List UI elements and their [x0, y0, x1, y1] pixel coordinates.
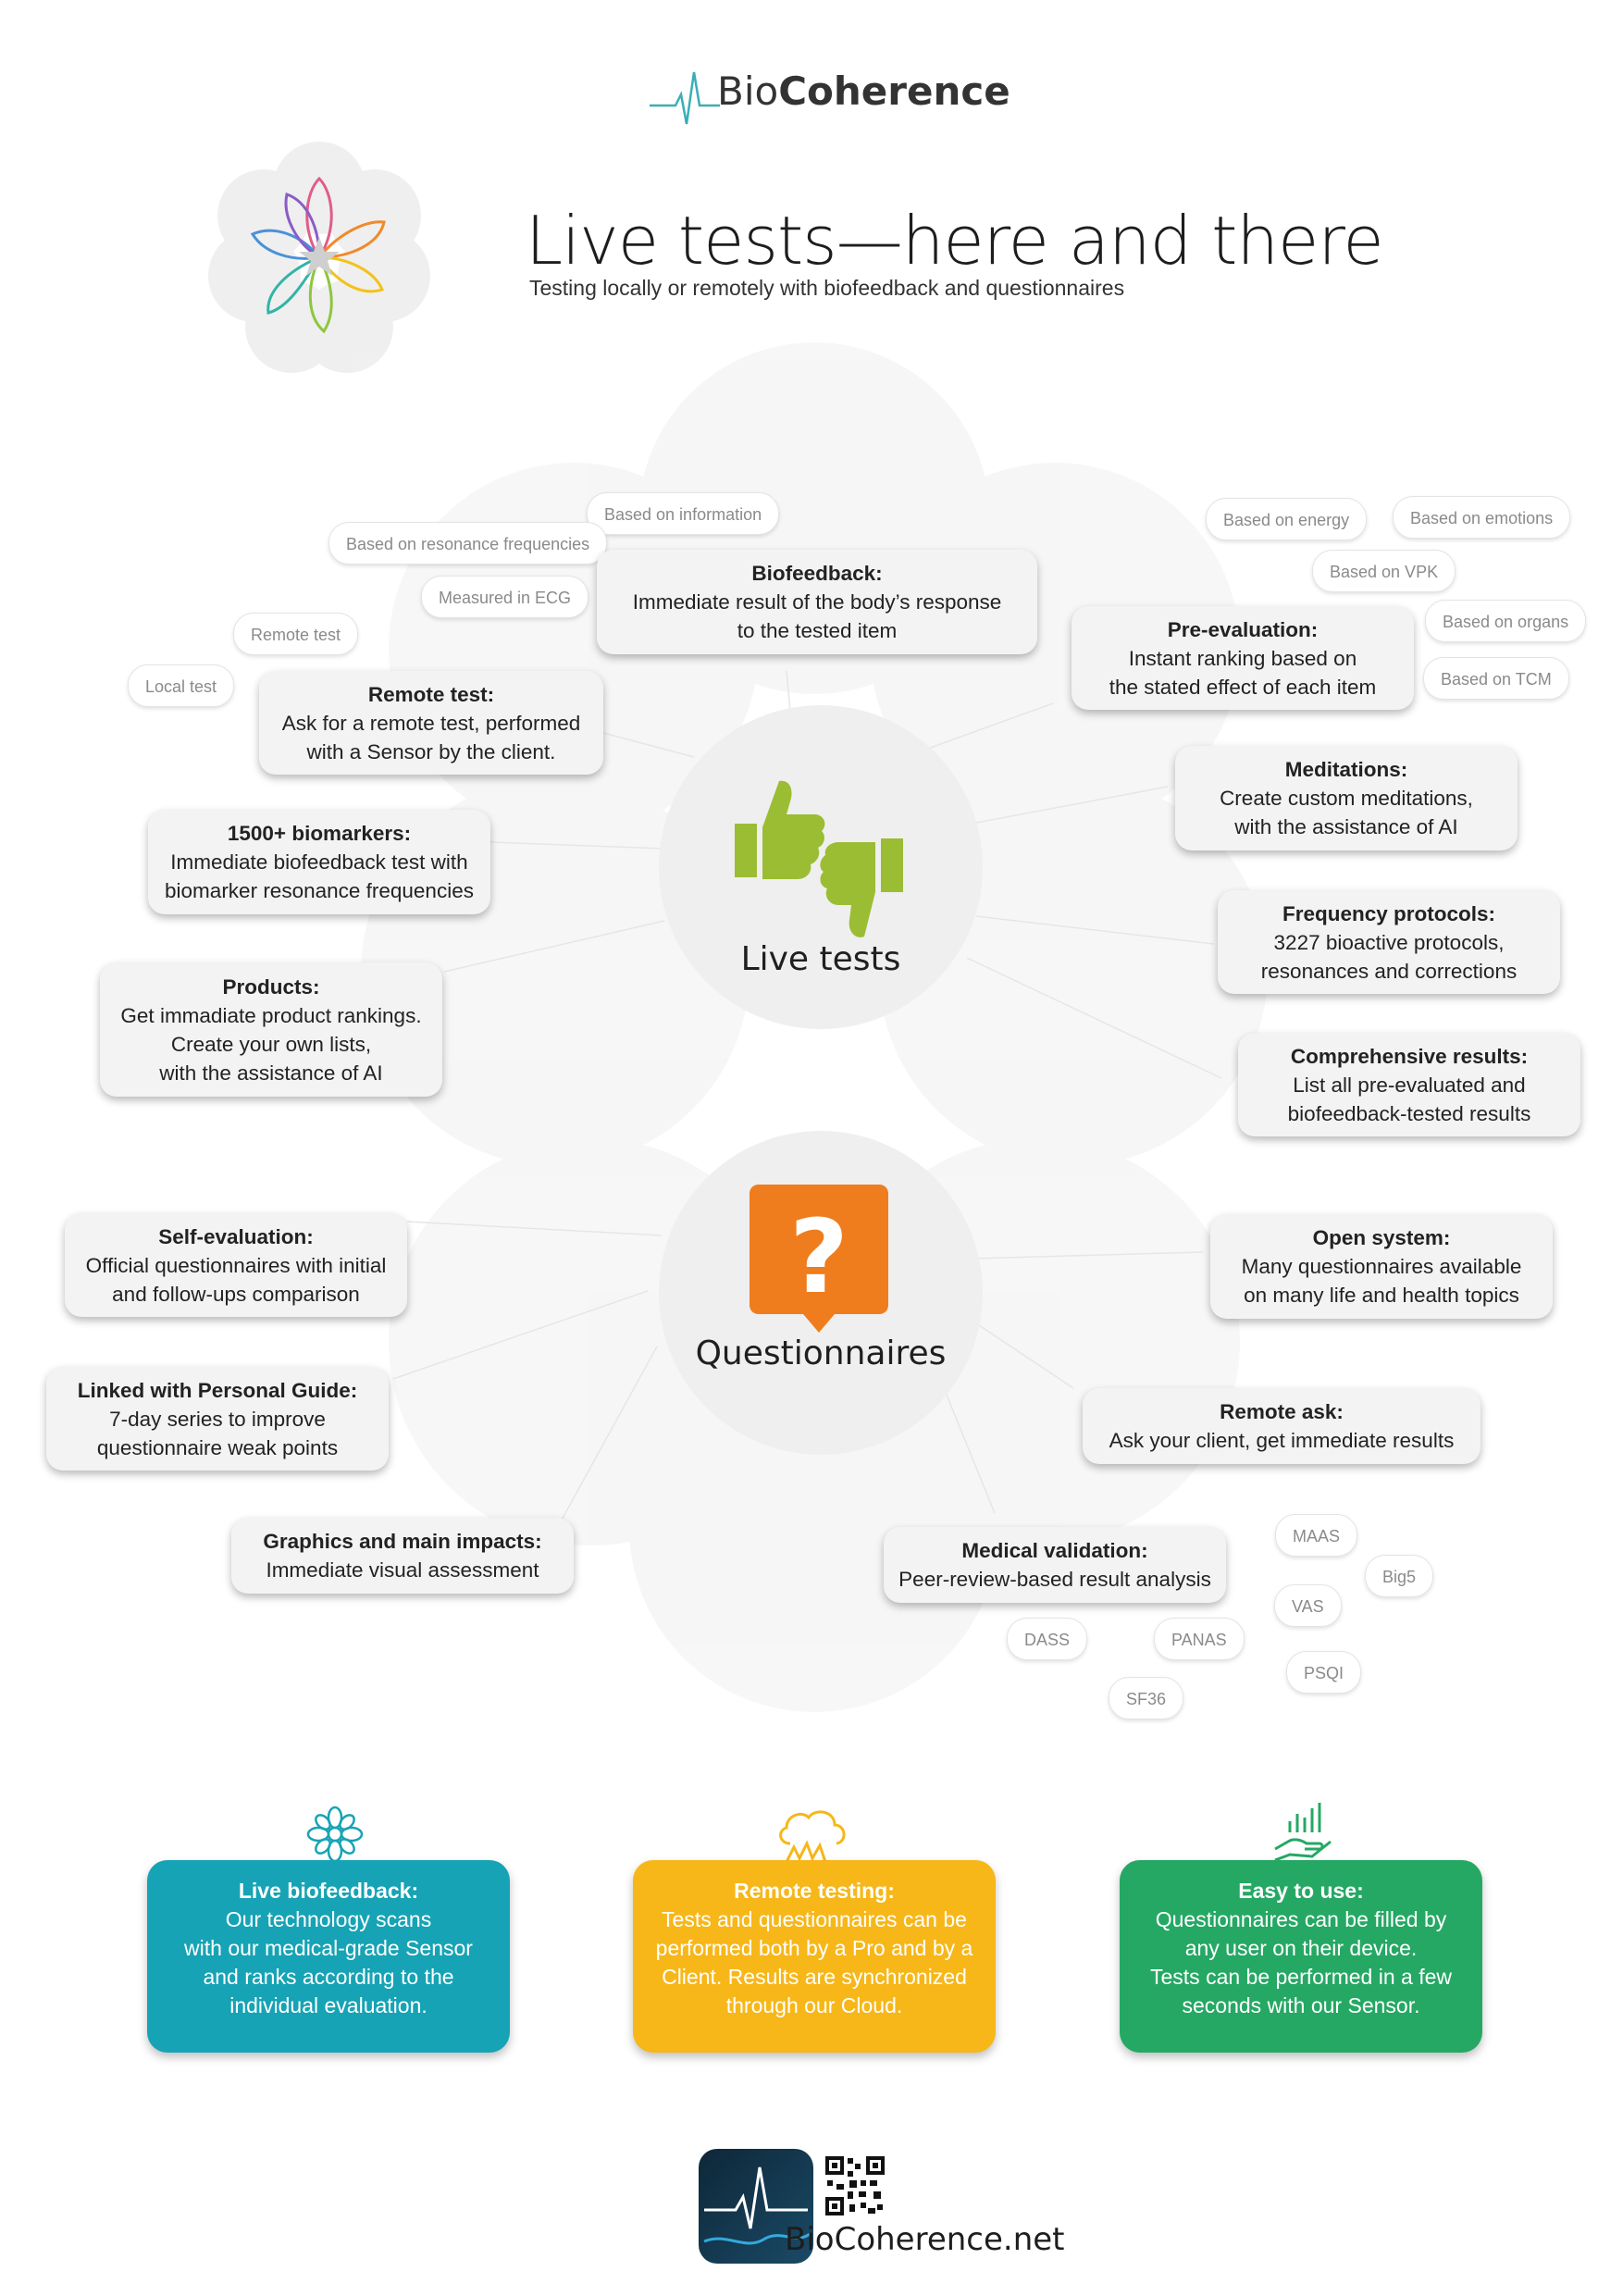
remote-test-heading: Remote test: — [367, 682, 495, 706]
open-system-text: Many questionnaires available on many li… — [1241, 1255, 1522, 1307]
tag-based-on-emotions: Based on emotions — [1393, 496, 1571, 539]
cloud-sync-icon — [779, 1810, 846, 1864]
remote-testing-card: Remote testing: Tests and questionnaires… — [633, 1860, 996, 2053]
open-system-box: Open system: Many questionnaires availab… — [1210, 1214, 1553, 1319]
brand-logo: BioCoherence — [648, 63, 1010, 137]
easy-to-use-card: Easy to use: Questionnaires can be fille… — [1120, 1860, 1482, 2053]
personal-guide-box: Linked with Personal Guide: 7-day series… — [46, 1367, 389, 1471]
easy-to-use-text: Questionnaires can be filled by any user… — [1150, 1907, 1452, 2017]
biomarkers-box: 1500+ biomarkers: Immediate biofeedback … — [148, 810, 490, 914]
remote-ask-heading: Remote ask: — [1220, 1400, 1344, 1423]
biofeedback-box: Biofeedback: Immediate result of the bod… — [597, 550, 1037, 654]
page-subtitle: Testing locally or remotely with biofeed… — [529, 276, 1125, 300]
tag-sf36: SF36 — [1109, 1677, 1184, 1719]
easy-to-use-heading: Easy to use: — [1238, 1879, 1364, 1903]
pre-evaluation-box: Pre-evaluation: Instant ranking based on… — [1072, 606, 1414, 710]
qr-code-icon[interactable] — [824, 2154, 886, 2217]
logo-text: BioCoherence — [717, 68, 1010, 114]
self-evaluation-text: Official questionnaires with initial and… — [85, 1253, 387, 1306]
lotus-flower-icon — [208, 142, 430, 373]
comprehensive-results-box: Comprehensive results: List all pre-eval… — [1238, 1033, 1580, 1136]
open-system-heading: Open system: — [1312, 1226, 1451, 1249]
tag-big5: Big5 — [1365, 1555, 1434, 1597]
website-link[interactable]: BioCoherence.net — [785, 2221, 1065, 2258]
thumbs-up-down-icon — [735, 780, 903, 937]
tag-local-test: Local test — [128, 664, 235, 707]
personal-guide-text: 7-day series to improve questionnaire we… — [96, 1407, 339, 1459]
self-evaluation-box: Self-evaluation: Official questionnaires… — [65, 1213, 407, 1317]
meditations-box: Meditations: Create custom meditations, … — [1175, 746, 1518, 850]
comprehensive-results-heading: Comprehensive results: — [1290, 1044, 1529, 1068]
remote-testing-text: Tests and questionnaires can be performe… — [655, 1907, 973, 2017]
tag-based-on-resonance: Based on resonance frequencies — [328, 522, 608, 565]
tag-remote-test: Remote test — [233, 613, 359, 655]
biomarkers-heading: 1500+ biomarkers: — [227, 822, 412, 845]
pre-evaluation-text: Instant ranking based on the stated effe… — [1109, 646, 1377, 699]
live-biofeedback-text: Our technology scans with our medical-gr… — [184, 1907, 473, 2017]
meditations-heading: Meditations: — [1284, 758, 1408, 781]
remote-ask-box: Remote ask: Ask your client, get immedia… — [1083, 1388, 1481, 1464]
live-biofeedback-heading: Live biofeedback: — [238, 1879, 419, 1903]
graphics-impacts-text: Immediate visual assessment — [266, 1558, 539, 1582]
live-tests-label: Live tests — [740, 940, 901, 978]
medical-validation-box: Medical validation: Peer-review-based re… — [884, 1527, 1226, 1603]
graphics-impacts-box: Graphics and main impacts: Immediate vis… — [231, 1518, 574, 1594]
remote-testing-heading: Remote testing: — [734, 1879, 895, 1903]
sensor-flower-icon — [306, 1806, 364, 1863]
graphics-impacts-heading: Graphics and main impacts: — [263, 1530, 542, 1553]
frequency-protocols-heading: Frequency protocols: — [1282, 901, 1496, 925]
tag-psqi: PSQI — [1286, 1651, 1362, 1694]
biofeedback-text: Immediate result of the body’s response … — [632, 590, 1002, 642]
remote-test-text: Ask for a remote test, performed with a … — [281, 711, 581, 763]
medical-validation-text: Peer-review-based result analysis — [898, 1568, 1211, 1591]
tag-vas: VAS — [1274, 1584, 1342, 1627]
tag-dass: DASS — [1007, 1618, 1088, 1660]
remote-ask-text: Ask your client, get immediate results — [1109, 1429, 1455, 1452]
products-heading: Products: — [222, 974, 320, 999]
medical-validation-heading: Medical validation: — [961, 1539, 1148, 1562]
page-title: Live tests—here and there — [526, 202, 1384, 279]
tag-measured-in-ecg: Measured in ECG — [421, 576, 589, 618]
comprehensive-results-text: List all pre-evaluated and biofeedback-t… — [1287, 1073, 1531, 1125]
frequency-protocols-box: Frequency protocols: 3227 bioactive prot… — [1218, 890, 1560, 994]
tag-based-on-information: Based on information — [587, 492, 780, 535]
hand-chart-icon — [1274, 1803, 1332, 1862]
tag-panas: PANAS — [1154, 1618, 1245, 1660]
tag-based-on-energy: Based on energy — [1206, 498, 1368, 540]
tag-based-on-organs: Based on organs — [1425, 600, 1587, 642]
personal-guide-heading: Linked with Personal Guide: — [77, 1378, 358, 1402]
frequency-protocols-text: 3227 bioactive protocols, resonances and… — [1260, 930, 1518, 983]
heartbeat-icon — [650, 71, 720, 125]
biofeedback-heading: Biofeedback: — [751, 562, 883, 585]
app-icon — [699, 2149, 813, 2264]
live-biofeedback-card: Live biofeedback: Our technology scans w… — [147, 1860, 510, 2053]
questionnaires-label: Questionnaires — [695, 1334, 947, 1372]
products-box: Products: Get immadiate product rankings… — [100, 962, 442, 1097]
products-text: Get immadiate product rankings. Create y… — [120, 1003, 422, 1085]
biomarkers-text: Immediate biofeedback test with biomarke… — [165, 850, 474, 902]
tag-based-on-vpk: Based on VPK — [1312, 550, 1456, 592]
self-evaluation-heading: Self-evaluation: — [158, 1224, 314, 1248]
svg-text:?: ? — [789, 1198, 849, 1316]
meditations-text: Create custom meditations, with the assi… — [1220, 787, 1473, 838]
pre-evaluation-heading: Pre-evaluation: — [1167, 617, 1319, 641]
tag-based-on-tcm: Based on TCM — [1423, 657, 1569, 700]
tag-maas: MAAS — [1275, 1514, 1358, 1557]
question-bubble-icon: ? — [750, 1185, 888, 1333]
remote-test-box: Remote test: Ask for a remote test, perf… — [259, 671, 603, 775]
